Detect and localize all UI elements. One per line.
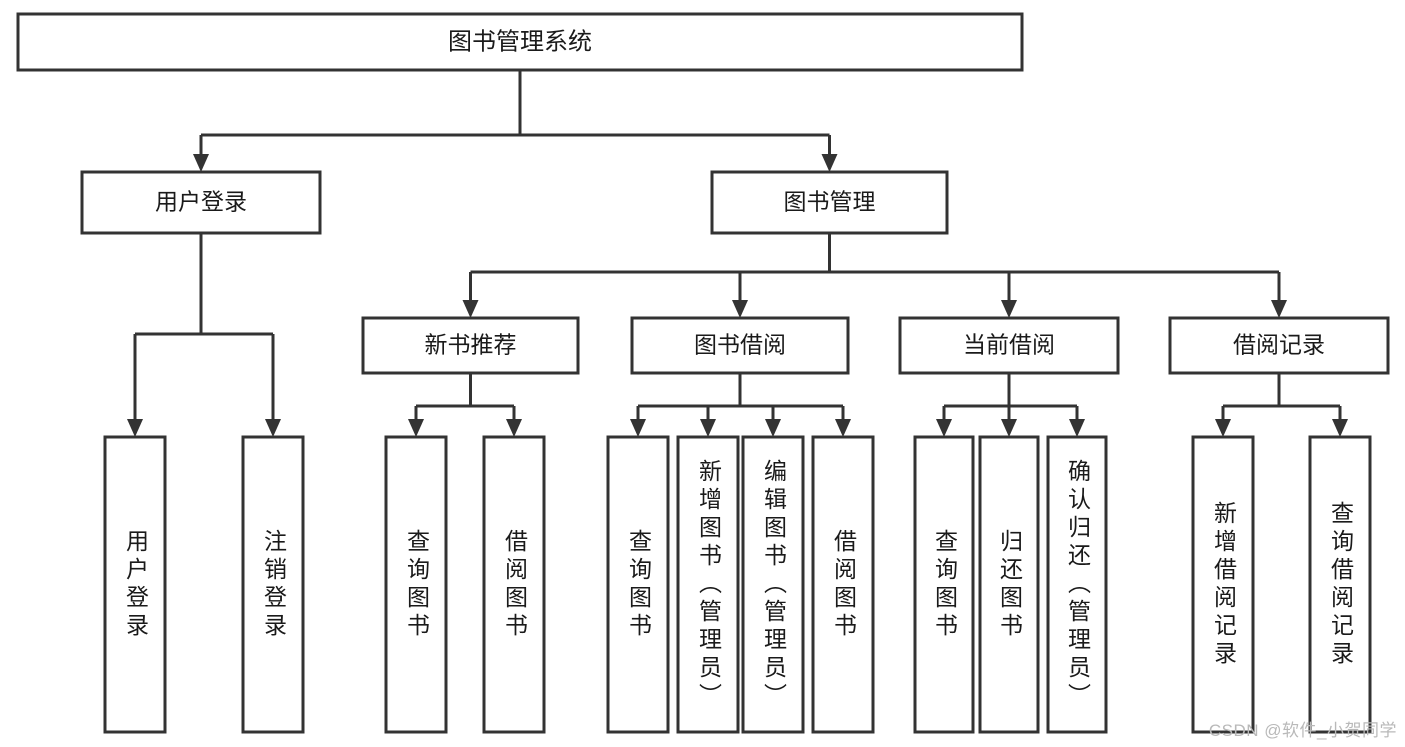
watermark-text: CSDN @软件_小贺同学 <box>1208 721 1397 740</box>
leaf-leaf-user-login-box[interactable] <box>103 435 167 734</box>
node-book-borrow-label: 图书借阅 <box>694 332 786 358</box>
node-book-manage-box[interactable] <box>710 170 949 235</box>
node-current-borrow-label: 当前借阅 <box>963 332 1055 358</box>
arrow-head-icon <box>732 300 748 318</box>
arrow-head-icon <box>821 154 838 172</box>
arrow-head-icon <box>1069 419 1085 437</box>
leaf-leaf-confirm-return-box[interactable] <box>1046 435 1108 734</box>
arrow-head-icon <box>265 419 281 437</box>
arrow-head-icon <box>1001 300 1017 318</box>
leaf-leaf-query-book-2-box[interactable] <box>606 435 670 734</box>
arrow-head-icon <box>1271 300 1287 318</box>
leaf-leaf-return-book-box[interactable] <box>978 435 1040 734</box>
node-root-box[interactable] <box>16 12 1024 72</box>
connectors-layer <box>127 70 1348 437</box>
arrow-head-icon <box>408 419 424 437</box>
arrow-head-icon <box>462 300 479 318</box>
leaf-leaf-add-borrow-record-box[interactable] <box>1191 435 1255 734</box>
arrow-head-icon <box>1215 419 1231 437</box>
node-root-label: 图书管理系统 <box>448 28 592 55</box>
arrow-head-icon <box>506 419 522 437</box>
leaf-leaf-edit-book-admin-box[interactable] <box>741 435 805 734</box>
arrow-head-icon <box>1332 419 1348 437</box>
node-current-borrow-box[interactable] <box>898 316 1120 375</box>
node-book-manage-label: 图书管理 <box>784 189 876 215</box>
leaf-leaf-query-book-1-box[interactable] <box>384 435 448 734</box>
arrow-head-icon <box>700 419 716 437</box>
arrow-head-icon <box>765 419 781 437</box>
node-borrow-record-box[interactable] <box>1168 316 1390 375</box>
arrow-head-icon <box>193 154 209 172</box>
leaf-leaf-user-logout-box[interactable] <box>241 435 305 734</box>
leaf-leaf-query-book-3-box[interactable] <box>913 435 975 734</box>
node-borrow-record-label: 借阅记录 <box>1233 332 1325 358</box>
arrow-head-icon <box>936 419 952 437</box>
arrow-head-icon <box>835 419 851 437</box>
leaf-leaf-query-borrow-record-box[interactable] <box>1308 435 1372 734</box>
node-new-book-recommend-box[interactable] <box>361 316 580 375</box>
arrow-head-icon <box>630 419 646 437</box>
node-new-book-recommend-label: 新书推荐 <box>425 332 517 358</box>
node-user-login-label: 用户登录 <box>155 189 247 215</box>
leaf-leaf-add-book-admin-box[interactable] <box>676 435 740 734</box>
leaf-leaf-borrow-book-1-box[interactable] <box>482 435 546 734</box>
node-user-login-box[interactable] <box>80 170 322 235</box>
leaf-leaf-borrow-book-2-box[interactable] <box>811 435 875 734</box>
boxes-layer <box>16 12 1390 734</box>
arrow-head-icon <box>1001 419 1017 437</box>
arrow-head-icon <box>127 419 143 437</box>
node-book-borrow-box[interactable] <box>630 316 850 375</box>
